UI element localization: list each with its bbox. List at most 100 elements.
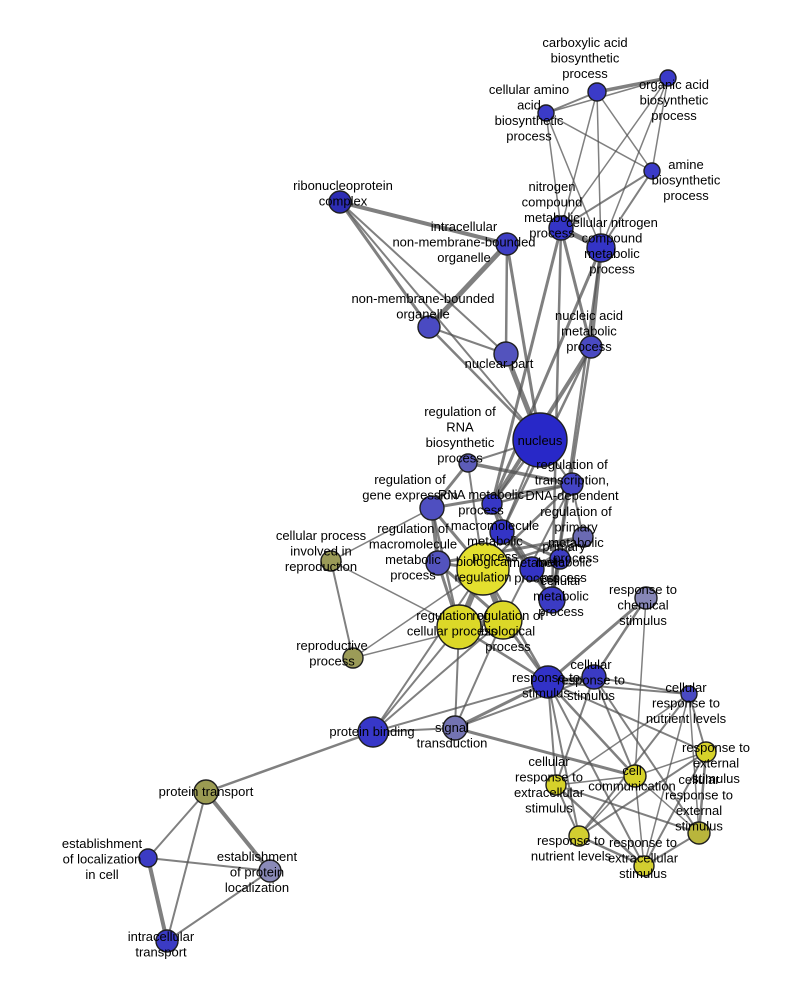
graph-edge-resp_stim--cell_resp_extra [547,681,557,786]
graph-edge-prot_bind--resp_stim [372,681,549,733]
graph-edge-prot_transport--intra_transport [166,791,207,942]
graph-node-bio_reg[interactable] [456,542,510,596]
graph-node-reg_macro[interactable] [425,550,451,576]
graph-node-est_loc[interactable] [138,848,158,868]
graph-edge-nmb--nuclear_part [428,326,507,355]
graph-edge-resp_stim--resp_chem [546,596,648,684]
graph-edge-amino--organic [545,77,669,114]
graph-node-reg_primary[interactable] [572,526,594,548]
graph-edge-cell_resp_stim--cell_comm [593,676,636,777]
graph-node-resp_extra[interactable] [633,855,655,877]
graph-edge-organic--amine [651,77,669,172]
graph-node-reg_cell[interactable] [436,604,482,650]
graph-node-intra_nmb[interactable] [495,232,519,256]
graph-node-cell_comm[interactable] [623,764,647,788]
graph-edge-prot_bind--reg_bio [372,619,504,733]
graph-node-cell_nitrogen[interactable] [586,233,616,263]
graph-node-intra_transport[interactable] [155,929,179,953]
graph-edge-cell_resp_stim--signal [454,676,595,729]
graph-edge-rna_met--reg_tx [490,482,574,506]
graph-edge-resp_extra--cell_resp_extra [554,783,646,868]
graph-node-resp_chem[interactable] [634,586,658,610]
graph-node-nitrogen[interactable] [548,215,574,241]
node-label-prot_bind: protein binding [329,724,414,739]
graph-edge-prot_transport--est_loc [147,791,207,859]
graph-node-est_prot[interactable] [258,859,282,883]
graph-node-nuclear_part[interactable] [493,341,519,367]
graph-node-prot_transport[interactable] [193,779,219,805]
graph-edge-cp_repro--reg_gene [330,507,433,562]
graph-node-amine[interactable] [643,162,661,180]
graph-node-cell_met[interactable] [538,586,566,614]
graph-node-cp_repro[interactable] [320,550,342,572]
graph-edge-organic--nitrogen [560,77,669,229]
graph-node-reg_gene[interactable] [419,495,445,521]
graph-node-carboxylic[interactable] [587,82,607,102]
graph-edge-resp_ext--resp_extra [643,751,707,867]
graph-node-cell_resp_stim[interactable] [581,664,607,690]
graph-edge-reg_bio--reg_tx [502,483,573,621]
graph-node-resp_ext[interactable] [695,741,717,763]
graph-edge-intra_nmb--nmb [426,241,510,330]
graph-edge-carboxylic--cell_nitrogen [596,91,602,249]
graph-node-primary[interactable] [549,548,571,570]
graph-node-repro[interactable] [342,647,364,669]
graph-node-amino[interactable] [537,104,555,122]
graph-edge-cell_resp_extra--cell_resp_ext [555,784,700,834]
graph-node-cell_resp_extra[interactable] [545,774,567,796]
graph-node-nucleus[interactable] [512,412,568,468]
graph-node-reg_rna[interactable] [458,453,478,473]
graph-node-ribo[interactable] [328,190,352,214]
graph-node-rna_met[interactable] [481,493,503,515]
graph-edge-cell_resp_stim--cell_resp_extra [555,676,595,786]
graph-node-metabolic[interactable] [519,556,545,582]
graph-node-reg_bio[interactable] [483,600,523,640]
graph-node-resp_stim[interactable] [531,665,565,699]
graph-edge-cell_resp_stim--cell_resp_nutr [593,676,690,695]
graph-edge-cell_comm--signal [453,726,637,778]
graph-node-organic[interactable] [659,69,677,87]
graph-node-macro[interactable] [489,519,515,545]
graph-edge-resp_stim--resp_nutr [547,681,580,837]
graph-node-nmb[interactable] [417,315,441,339]
graph-edge-resp_stim--cell_comm [546,680,637,778]
graph-node-resp_nutr[interactable] [568,825,590,847]
graph-edge-resp_chem--cell_comm [634,597,647,777]
graph-edge-organic--cell_nitrogen [600,77,669,249]
graph-edge-nitrogen--cell_met [550,226,563,602]
graph-node-nucleic[interactable] [579,335,603,359]
graph-edge-prot_bind--bio_reg [372,568,484,733]
graph-edge-intra_nmb--nuclear_part [504,242,509,356]
graph-node-reg_tx[interactable] [560,472,584,496]
graph-node-cell_resp_nutr[interactable] [680,685,698,703]
graph-edge-cp_repro--repro [330,560,354,659]
graph-edge-resp_stim--resp_ext [547,681,707,753]
graph-node-cell_resp_ext[interactable] [687,821,711,845]
graph-node-prot_bind[interactable] [357,716,389,748]
graph-node-signal[interactable] [442,715,468,741]
